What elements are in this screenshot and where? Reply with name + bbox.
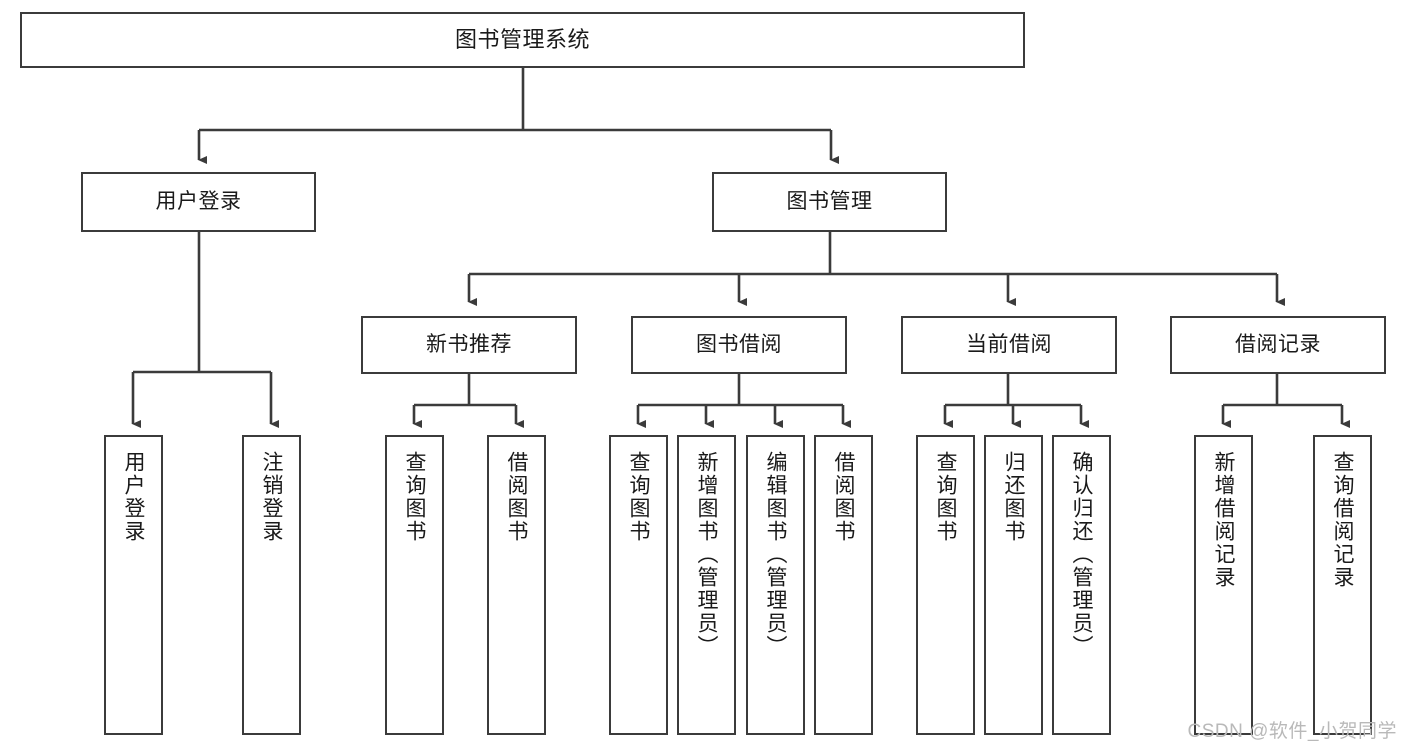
leaf-edit-book-admin[interactable]: 编辑图书（管理员）	[746, 435, 805, 735]
leaf-borrow-book-2-label: 借阅图书	[832, 451, 855, 543]
leaf-query-borrow-record-label: 查询借阅记录	[1331, 451, 1354, 589]
node-current-borrow[interactable]: 当前借阅	[901, 316, 1117, 374]
leaf-return-book[interactable]: 归还图书	[984, 435, 1043, 735]
leaf-user-logout[interactable]: 注销登录	[242, 435, 301, 735]
node-new-book-recommend[interactable]: 新书推荐	[361, 316, 577, 374]
leaf-query-book-2-label: 查询图书	[627, 451, 650, 543]
node-book-manage[interactable]: 图书管理	[712, 172, 947, 232]
node-user-login[interactable]: 用户登录	[81, 172, 316, 232]
leaf-query-book-3[interactable]: 查询图书	[916, 435, 975, 735]
leaf-user-login-label: 用户登录	[122, 451, 145, 543]
leaf-borrow-book-1-label: 借阅图书	[505, 451, 528, 543]
node-user-login-label: 用户登录	[155, 189, 242, 213]
node-new-book-recommend-label: 新书推荐	[426, 332, 512, 356]
leaf-query-book-1-label: 查询图书	[403, 451, 426, 543]
leaf-query-borrow-record[interactable]: 查询借阅记录	[1313, 435, 1372, 735]
node-current-borrow-label: 当前借阅	[966, 332, 1052, 356]
leaf-return-book-label: 归还图书	[1002, 451, 1025, 543]
leaf-add-book-admin[interactable]: 新增图书（管理员）	[677, 435, 736, 735]
leaf-borrow-book-1[interactable]: 借阅图书	[487, 435, 546, 735]
leaf-user-logout-label: 注销登录	[260, 451, 283, 543]
leaf-confirm-return-admin[interactable]: 确认归还（管理员）	[1052, 435, 1111, 735]
leaf-query-book-3-label: 查询图书	[934, 451, 957, 543]
leaf-add-borrow-record-label: 新增借阅记录	[1212, 451, 1235, 589]
watermark: CSDN @软件_小贺同学	[1187, 721, 1397, 742]
leaf-add-borrow-record[interactable]: 新增借阅记录	[1194, 435, 1253, 735]
leaf-query-book-1[interactable]: 查询图书	[385, 435, 444, 735]
node-borrow-record-label: 借阅记录	[1235, 332, 1321, 356]
node-borrow-record[interactable]: 借阅记录	[1170, 316, 1386, 374]
node-book-manage-label: 图书管理	[786, 189, 873, 213]
leaf-query-book-2[interactable]: 查询图书	[609, 435, 668, 735]
leaf-confirm-return-admin-label: 确认归还（管理员）	[1070, 451, 1093, 658]
leaf-borrow-book-2[interactable]: 借阅图书	[814, 435, 873, 735]
node-book-borrow[interactable]: 图书借阅	[631, 316, 847, 374]
leaf-edit-book-admin-label: 编辑图书（管理员）	[764, 451, 787, 658]
node-root-label: 图书管理系统	[454, 27, 590, 53]
leaf-add-book-admin-label: 新增图书（管理员）	[695, 451, 718, 658]
node-root[interactable]: 图书管理系统	[20, 12, 1025, 68]
leaf-user-login[interactable]: 用户登录	[104, 435, 163, 735]
node-book-borrow-label: 图书借阅	[696, 332, 782, 356]
